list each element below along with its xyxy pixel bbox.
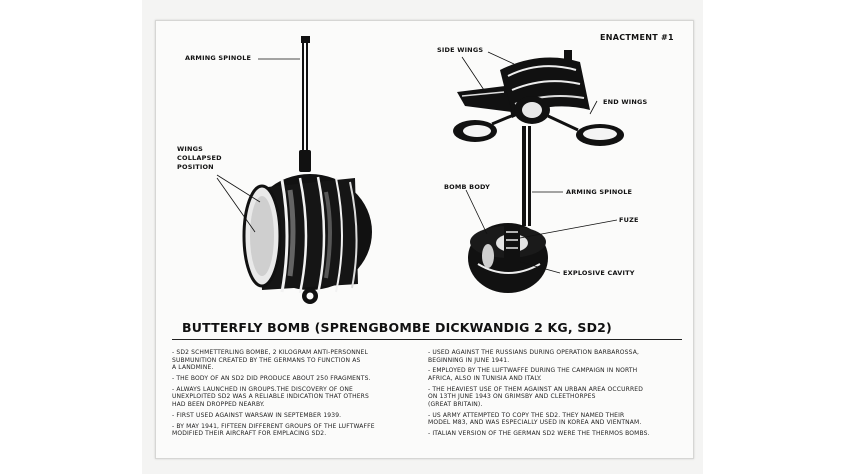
fact-text: - SD2 SCHMETTERLING BOMBE, 2 KILOGRAM AN… <box>172 349 368 372</box>
panel-title: BUTTERFLY BOMB (SPRENGBOMBE DICKWANDIG 2… <box>182 320 612 335</box>
fact-text: - BY MAY 1941, FIFTEEN DIFFERENT GROUPS … <box>172 422 375 438</box>
right-bomb-illustration <box>453 50 624 293</box>
facts-column-right: - USED AGAINST THE RUSSIANS DURING OPERA… <box>428 349 693 441</box>
label-arming-spindle-right: ARMING SPINOLE <box>566 188 633 196</box>
fact-item: - ALWAYS LAUNCHED IN GROUPS.THE DISCOVER… <box>172 386 424 409</box>
fact-text: - US ARMY ATTEMPTED TO COPY THE SD2. THE… <box>428 411 642 427</box>
label-explosive-cavity: EXPLOSIVE CAVITY <box>563 269 635 277</box>
label-wings-collapsed-line: COLLAPSED <box>177 154 222 162</box>
title-divider <box>172 339 682 340</box>
fact-text: - THE BODY OF AN SD2 DID PRODUCE ABOUT 2… <box>172 374 371 382</box>
fact-item: - US ARMY ATTEMPTED TO COPY THE SD2. THE… <box>428 412 693 427</box>
facts-column-left: - SD2 SCHMETTERLING BOMBE, 2 KILOGRAM AN… <box>172 349 424 441</box>
enactment-badge: ENACTMENT #1 <box>600 33 674 42</box>
label-wings-collapsed-line: POSITION <box>177 163 214 171</box>
fact-item: - EMPLOYED BY THE LUFTWAFFE DURING THE C… <box>428 367 693 382</box>
fact-item: - FIRST USED AGAINST WARSAW IN SEPTEMBER… <box>172 412 424 420</box>
fact-item: - THE BODY OF AN SD2 DID PRODUCE ABOUT 2… <box>172 375 424 383</box>
fact-item: - SD2 SCHMETTERLING BOMBE, 2 KILOGRAM AN… <box>172 349 424 372</box>
fact-text: - USED AGAINST THE RUSSIANS DURING OPERA… <box>428 349 639 364</box>
label-side-wings: SIDE WINGS <box>437 46 484 54</box>
fact-item: - USED AGAINST THE RUSSIANS DURING OPERA… <box>428 349 693 364</box>
label-leader-lines <box>216 51 618 274</box>
label-wings-collapsed: WINGS COLLAPSED POSITION <box>177 145 222 172</box>
fact-item: - THE HEAVIEST USE OF THEM AGAINST AN UR… <box>428 386 693 409</box>
left-bomb-illustration <box>242 36 372 304</box>
fact-item: - BY MAY 1941, FIFTEEN DIFFERENT GROUPS … <box>172 423 424 438</box>
fact-text: - EMPLOYED BY THE LUFTWAFFE DURING THE C… <box>428 367 638 382</box>
fact-item: - ITALIAN VERSION OF THE GERMAN SD2 WERE… <box>428 430 693 438</box>
label-fuze: FUZE <box>619 216 639 224</box>
label-bomb-body: BOMB BODY <box>444 183 491 191</box>
label-end-wings: END WINGS <box>603 98 648 106</box>
fact-text: - THE HEAVIEST USE OF THEM AGAINST AN UR… <box>428 385 643 408</box>
fact-text: - ITALIAN VERSION OF THE GERMAN SD2 WERE… <box>428 430 650 438</box>
fact-text: - FIRST USED AGAINST WARSAW IN SEPTEMBER… <box>172 411 342 419</box>
fact-text: - ALWAYS LAUNCHED IN GROUPS.THE DISCOVER… <box>172 385 369 408</box>
label-wings-collapsed-line: WINGS <box>177 145 204 153</box>
label-arming-spindle-left: ARMING SPINOLE <box>185 54 252 62</box>
